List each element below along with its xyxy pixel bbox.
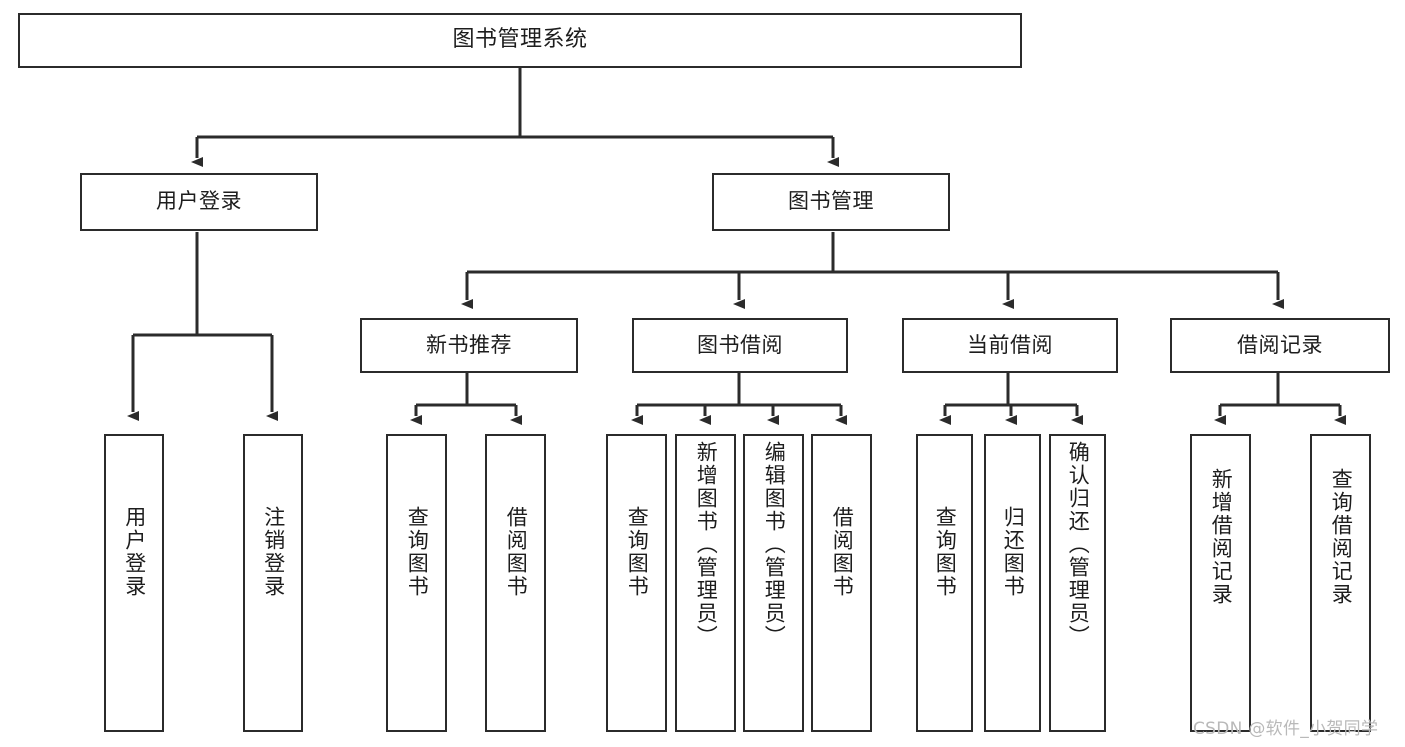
node-leaf-logout[interactable]: 注销登录 [243,434,303,732]
node-label: 用户登录 [156,189,242,214]
node-label: 当前借阅 [967,332,1053,357]
node-new-book-recommend[interactable]: 新书推荐 [360,318,578,373]
node-label: 图书管理 [788,189,874,214]
node-leaf-edit-book-admin[interactable]: 编辑图书（管理员） [743,434,804,732]
node-label: 归还图书 [1001,506,1026,598]
node-label: 图书管理系统 [452,27,588,53]
node-leaf-query-borrow-record[interactable]: 查询借阅记录 [1310,434,1371,732]
node-label: 查询图书 [625,506,650,598]
node-label: 查询图书 [405,506,430,598]
node-leaf-borrow-book[interactable]: 借阅图书 [811,434,872,732]
node-root-book-management-system[interactable]: 图书管理系统 [18,13,1022,68]
node-label: 借阅图书 [504,506,529,598]
node-label: 图书借阅 [697,332,783,357]
node-label: 借阅记录 [1237,332,1323,357]
node-borrow-record[interactable]: 借阅记录 [1170,318,1390,373]
node-label: 新增借阅记录 [1209,468,1234,606]
node-label: 新书推荐 [426,332,512,357]
node-leaf-return-book[interactable]: 归还图书 [984,434,1041,732]
node-label: 借阅图书 [830,506,855,598]
node-book-management[interactable]: 图书管理 [712,173,950,231]
node-book-borrow[interactable]: 图书借阅 [632,318,848,373]
node-leaf-user-login[interactable]: 用户登录 [104,434,164,732]
node-label: 用户登录 [122,506,147,598]
node-leaf-confirm-return-admin[interactable]: 确认归还（管理员） [1049,434,1106,732]
watermark: CSDN @软件_小贺同学 [1193,719,1379,739]
node-current-borrow[interactable]: 当前借阅 [902,318,1118,373]
node-label: 查询借阅记录 [1329,468,1354,606]
node-user-login[interactable]: 用户登录 [80,173,318,231]
node-leaf-query-book-recommend[interactable]: 查询图书 [386,434,447,732]
node-leaf-add-book-admin[interactable]: 新增图书（管理员） [675,434,736,732]
node-label: 新增图书（管理员） [694,441,719,648]
node-label: 注销登录 [261,506,286,598]
node-leaf-query-book-current[interactable]: 查询图书 [916,434,973,732]
node-label: 编辑图书（管理员） [762,441,787,648]
node-label: 确认归还（管理员） [1066,441,1091,648]
node-leaf-add-borrow-record[interactable]: 新增借阅记录 [1190,434,1251,732]
node-leaf-borrow-book-recommend[interactable]: 借阅图书 [485,434,546,732]
node-label: 查询图书 [933,506,958,598]
node-leaf-query-book-borrow[interactable]: 查询图书 [606,434,667,732]
